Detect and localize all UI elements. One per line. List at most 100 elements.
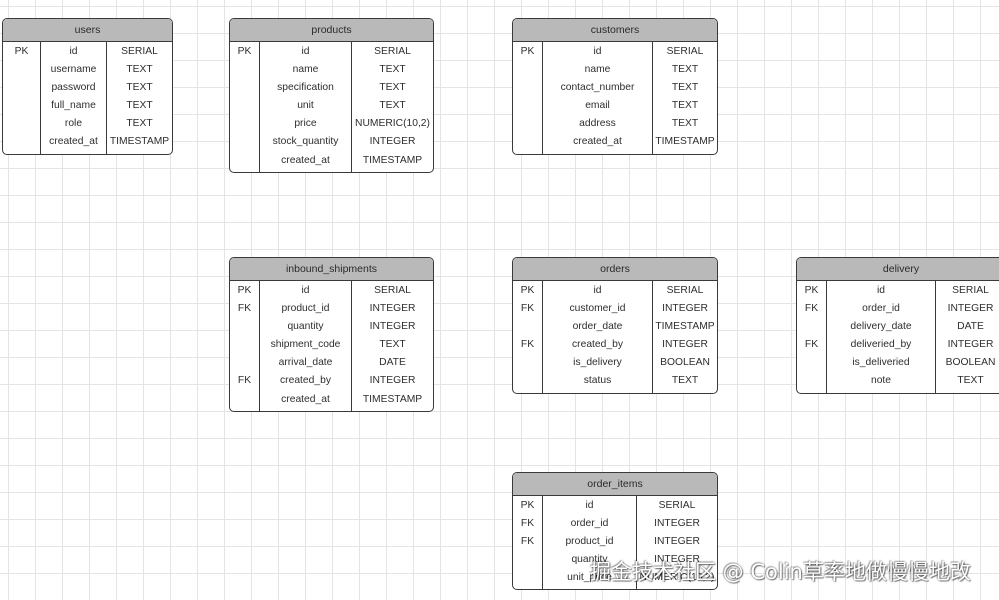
key-marker xyxy=(797,372,826,390)
key-marker: FK xyxy=(520,339,535,351)
field-type: TEXT xyxy=(379,64,406,76)
field-type: SERIAL xyxy=(658,500,696,511)
field-name: role xyxy=(64,118,83,130)
field-name: name xyxy=(292,64,319,76)
key-column: PK xyxy=(513,42,543,154)
field-type: TEXT xyxy=(957,375,984,387)
field-name: username xyxy=(50,64,97,76)
field-type: TIMESTAMP xyxy=(655,136,715,148)
field-name: id xyxy=(585,500,594,511)
key-column: PK xyxy=(230,42,260,172)
key-marker xyxy=(3,115,40,133)
key-marker: FK xyxy=(520,518,535,530)
field-name: product_id xyxy=(281,303,330,315)
field-name: created_at xyxy=(281,154,330,166)
key-marker xyxy=(230,115,259,133)
field-type: TEXT xyxy=(126,118,153,130)
table-title: users xyxy=(3,19,172,42)
key-marker: FK xyxy=(804,339,819,351)
field-type: TEXT xyxy=(671,64,699,76)
field-name: quantity xyxy=(287,321,324,333)
field-type: TEXT xyxy=(671,100,699,112)
field-name: name xyxy=(584,64,611,76)
field-type: TIMESTAMP xyxy=(362,154,423,166)
field-name: created_at xyxy=(281,393,330,405)
field-name: arrival_date xyxy=(278,357,333,369)
key-marker: PK xyxy=(520,46,535,57)
table-title: order_items xyxy=(513,473,717,496)
field-name: quantity xyxy=(571,554,608,566)
key-marker xyxy=(513,372,542,390)
field-type: TEXT xyxy=(671,118,699,130)
key-marker: FK xyxy=(520,536,535,548)
key-marker xyxy=(3,133,40,151)
key-marker xyxy=(513,354,542,372)
field-name: product_id xyxy=(565,536,614,548)
field-name: status xyxy=(583,375,612,387)
field-type: INTEGER xyxy=(947,303,994,315)
field-name: created_at xyxy=(573,136,622,148)
field-type: SERIAL xyxy=(666,46,704,57)
field-type: TIMESTAMP xyxy=(362,393,423,405)
field-type: INTEGER xyxy=(662,339,708,351)
field-type: DATE xyxy=(957,321,984,333)
field-name: contact_number xyxy=(560,82,635,94)
field-type: INTEGER xyxy=(662,303,708,315)
key-marker xyxy=(513,569,542,587)
key-marker: PK xyxy=(237,285,252,296)
key-marker xyxy=(513,318,542,336)
field-type: TEXT xyxy=(379,339,406,351)
key-marker xyxy=(3,79,40,97)
table-title: orders xyxy=(513,258,717,281)
field-type: BOOLEAN xyxy=(945,357,996,369)
field-type: TEXT xyxy=(379,100,406,112)
field-type: INTEGER xyxy=(947,339,994,351)
field-name: id xyxy=(876,285,885,296)
key-marker xyxy=(513,133,542,151)
field-name: stock_quantity xyxy=(272,136,339,148)
field-type: SERIAL xyxy=(374,285,411,296)
key-marker xyxy=(230,133,259,151)
field-name: order_id xyxy=(862,303,900,315)
field-type: BOOLEAN xyxy=(660,357,710,369)
key-marker xyxy=(513,551,542,569)
field-type: INTEGER xyxy=(369,136,416,148)
field-name: address xyxy=(579,118,616,130)
field-type: SERIAL xyxy=(374,46,411,57)
key-marker: PK xyxy=(520,500,535,511)
field-name: password xyxy=(51,82,96,94)
field-name: full_name xyxy=(51,100,96,112)
field-type: TIMESTAMP xyxy=(655,321,715,333)
key-marker xyxy=(230,391,259,409)
key-marker xyxy=(230,61,259,79)
key-column: PK FK FK xyxy=(513,496,543,590)
key-marker xyxy=(230,152,259,170)
key-marker xyxy=(230,336,259,354)
field-type: INTEGER xyxy=(654,554,700,566)
key-marker xyxy=(797,318,826,336)
field-name: id xyxy=(593,285,602,296)
